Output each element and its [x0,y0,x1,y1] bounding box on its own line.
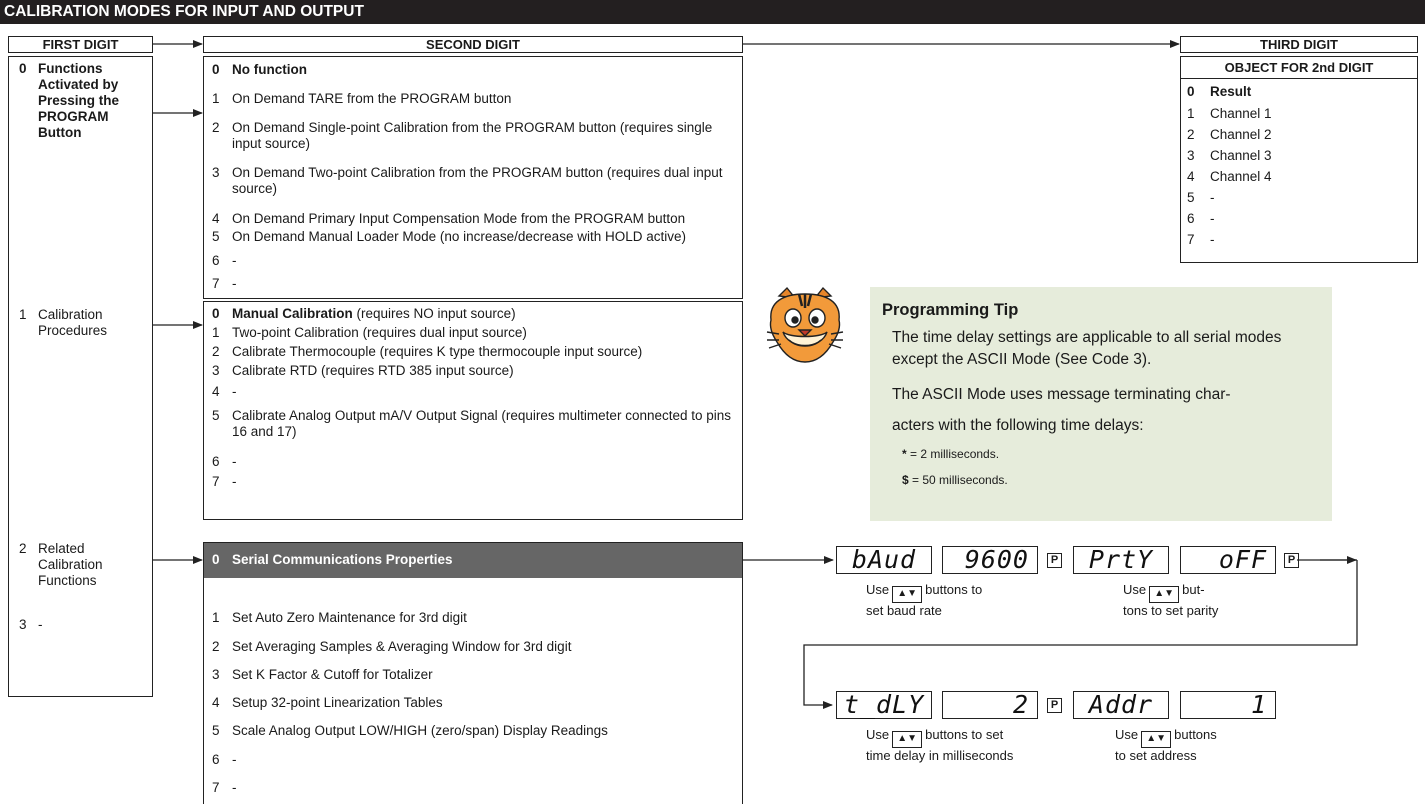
program-button[interactable]: P [1047,553,1062,568]
address-value-display: 1 [1180,691,1276,719]
second-digit-header: SECOND DIGIT [203,36,743,53]
first-digit-header: FIRST DIGIT [8,36,153,53]
first-digit-line: Functions [38,573,97,588]
up-down-keys-icon: ▲▼ [1141,731,1172,748]
first-digit-line: PROGRAM [38,109,109,124]
tiger-mascot-icon [766,286,844,363]
first-digit-number: 1 [19,307,27,322]
tip-paragraph: acters with the following time delays: [892,417,1144,434]
first-digit-line: Procedures [38,323,108,338]
parity-caption: Use▲▼but-tons to set parity [1123,582,1219,618]
parity-value-display: oFF [1180,546,1276,574]
first-digit-number: 0 [19,61,27,76]
delay-label-display: t_dLY [836,691,932,719]
page-title: CALIBRATION MODES FOR INPUT AND OUTPUT [0,0,1425,24]
parity-label-display: PrtY [1073,546,1169,574]
delay-value-display: 2 [942,691,1038,719]
up-down-keys-icon: ▲▼ [1149,586,1180,603]
tip-sub-item: * = 2 milliseconds. [902,447,1000,461]
tip-sub-item: $ = 50 milliseconds. [902,473,1008,487]
first-digit-number: 3 [19,617,27,632]
first-digit-line: - [38,617,43,632]
first-digit-line: Related [38,541,85,556]
baud-label-display: bAud [836,546,932,574]
program-button[interactable]: P [1284,553,1299,568]
program-button[interactable]: P [1047,698,1062,713]
first-digit-column: 0 Functions Activated by Pressing the PR… [8,56,153,697]
up-down-keys-icon: ▲▼ [892,586,923,603]
object-header: OBJECT FOR 2nd DIGIT [1181,57,1417,79]
tip-paragraph: The ASCII Mode uses message terminating … [892,386,1231,403]
baud-value-display: 9600 [942,546,1038,574]
first-digit-line: Calibration [38,557,103,572]
first-digit-line: Pressing the [38,93,120,108]
programming-tip: Programming Tip The time delay settings … [870,287,1332,521]
first-digit-line: Button [38,125,82,140]
third-digit-header: THIRD DIGIT [1180,36,1418,53]
tip-paragraph: The time delay settings are applicable t… [892,329,1282,368]
up-down-keys-icon: ▲▼ [892,731,923,748]
first-digit-number: 2 [19,541,27,556]
address-label-display: Addr [1073,691,1169,719]
tip-title: Programming Tip [882,301,1019,319]
first-digit-line: Calibration [38,307,103,322]
first-digit-line: Functions [38,61,103,76]
first-digit-line: Activated by [38,77,119,92]
